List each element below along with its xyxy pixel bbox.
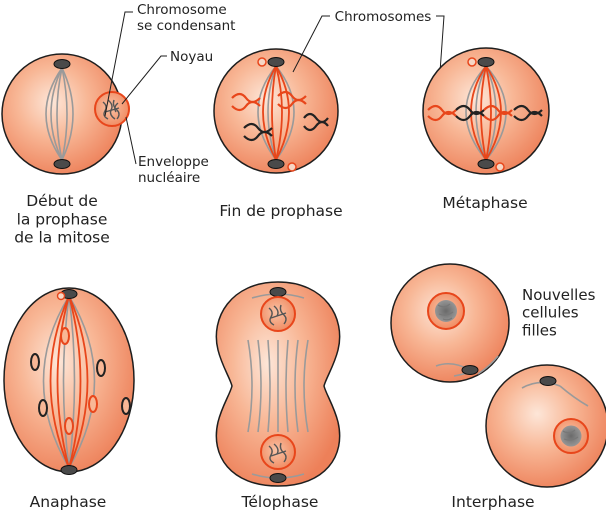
stage-label-metaphase: Métaphase — [442, 194, 527, 212]
stage-label-interphase: Interphase — [451, 493, 534, 511]
stage-label-late-prophase: Fin de prophase — [219, 202, 342, 220]
callout-label: Noyau — [170, 49, 213, 65]
stage-label-telophase: Télophase — [241, 493, 319, 511]
centrosome-icon — [61, 466, 77, 475]
centrosome-icon — [54, 160, 70, 169]
centrosome-icon — [270, 288, 286, 297]
nucleus — [95, 92, 129, 126]
nucleus — [554, 419, 588, 453]
centrosome-icon — [268, 160, 284, 169]
centrosome-icon — [268, 58, 284, 67]
centrosome-icon — [462, 366, 478, 375]
centrosome-icon — [54, 60, 70, 69]
cell-telophase — [216, 282, 339, 486]
callout-nucleus: Noyau — [122, 49, 213, 104]
nucleus — [428, 293, 464, 329]
cell-metaphase — [423, 48, 549, 174]
cell-interphase-1 — [391, 264, 509, 382]
cell-interphase-2 — [486, 365, 606, 487]
callout-label: Chromosomes — [335, 9, 432, 25]
cell-anaphase — [4, 288, 134, 475]
nucleus — [261, 435, 295, 469]
centrosome-icon — [540, 377, 556, 386]
nucleus — [261, 297, 295, 331]
cell-early-prophase — [2, 54, 129, 174]
cell-late-prophase — [214, 49, 338, 173]
stage-label-anaphase: Anaphase — [30, 493, 107, 511]
centrosome-icon — [478, 160, 494, 169]
centrosome-icon — [270, 474, 286, 483]
centrosome-icon — [478, 58, 494, 67]
